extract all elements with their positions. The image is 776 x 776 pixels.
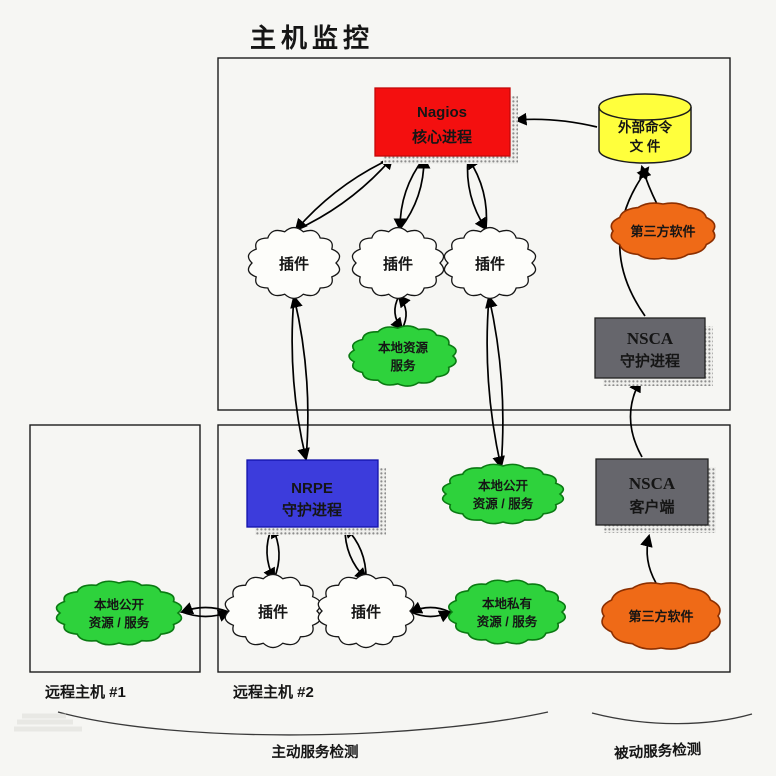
- arrow: [291, 296, 310, 462]
- arrow-thirdparty-to-nscaclient: [640, 533, 657, 584]
- nrpe-daemon-box: [246, 459, 379, 528]
- arrow: [399, 155, 431, 230]
- arrow: [486, 296, 505, 470]
- local-public-upper-label-line2: 资源 / 服务: [473, 496, 534, 511]
- nsca-client-label-line2: 客户端: [628, 498, 674, 516]
- plugin-cloud-1: 插件: [247, 226, 341, 300]
- passive-service-check-label: 被动服务检测: [614, 740, 702, 763]
- third-party-bottom-shape: [601, 582, 721, 650]
- arrow: [295, 156, 394, 231]
- plugin-cloud-3-label: 插件: [475, 255, 505, 273]
- remote-host-2-label: 远程主机 #2: [233, 683, 314, 701]
- nrpe-daemon-node: NRPE 守护进程: [246, 459, 386, 535]
- third-party-top-label: 第三方软件: [630, 224, 695, 239]
- plugin-cloud-3: 插件: [443, 226, 537, 300]
- plugin-cloud-5-label: 插件: [351, 603, 381, 621]
- arrow: [181, 609, 232, 622]
- host-monitoring-box: [217, 57, 731, 411]
- local-private-label-line2: 资源 / 服务: [477, 614, 538, 629]
- local-resources-label-line1: 本地资源: [378, 340, 429, 355]
- arrows-plugin5-local-private: [409, 601, 452, 623]
- passive-check-brace: [591, 712, 753, 725]
- command-file-cylinder-top: [598, 93, 692, 121]
- local-public-left-label-line2: 资源 / 服务: [89, 615, 150, 630]
- arrow: [409, 601, 451, 614]
- arrows-core-plugin2: [393, 155, 431, 232]
- nrpe-daemon-label-line2: 守护进程: [282, 501, 342, 519]
- nagios-core-box: [374, 87, 511, 157]
- third-party-top-shape: [610, 202, 716, 260]
- nagios-core-label-line1: Nagios: [417, 104, 467, 121]
- plugin-cloud-4-label: 插件: [258, 603, 288, 621]
- page-title: 主机监控: [250, 23, 374, 53]
- plugin-cloud-2: 插件: [351, 226, 445, 300]
- nsca-daemon-box: [594, 317, 706, 379]
- plugin-cloud-1-shape: [247, 226, 341, 300]
- plugin-cloud-2-label: 插件: [383, 255, 413, 273]
- nsca-daemon-node: NSCA 守护进程: [594, 317, 713, 386]
- arrow-nscaclient-to-nscadaemon: [629, 379, 643, 458]
- third-party-top-node: 第三方软件: [610, 202, 716, 260]
- command-file-label-line1: 外部命令: [618, 119, 672, 135]
- nagios-core-node: Nagios 核心进程: [374, 87, 518, 164]
- arrows-plugin1-nrpe: [290, 294, 310, 462]
- arrows-core-plugin3: [466, 156, 488, 231]
- third-party-bottom-node: 第三方软件: [601, 582, 721, 650]
- watermark: [14, 713, 82, 732]
- arrow: [466, 156, 488, 230]
- nsca-daemon-label-line2: 守护进程: [620, 352, 680, 370]
- nrpe-daemon-label-line1: NRPE: [291, 480, 333, 497]
- command-file-cylinder-body: [598, 107, 692, 164]
- plugin-cloud-4: 插件: [224, 573, 322, 649]
- active-check-brace: [57, 711, 549, 736]
- plugin-cloud-5-shape: [317, 573, 415, 649]
- local-resources-shape: [348, 325, 457, 387]
- remote-host-1-box: [29, 424, 201, 673]
- command-file-label-line2: 文 件: [630, 138, 661, 154]
- local-private-node: 本地私有 资源 / 服务: [448, 579, 566, 645]
- plugin-cloud-3-shape: [443, 226, 537, 300]
- nsca-daemon-label-line1: NSCA: [627, 329, 674, 348]
- plugin-cloud-5: 插件: [317, 573, 415, 649]
- arrow: [390, 295, 404, 331]
- nsca-client-label-line1: NSCA: [629, 474, 676, 493]
- local-private-label-line1: 本地私有: [482, 596, 532, 611]
- local-public-left-shape: [55, 580, 183, 646]
- arrow: [393, 157, 425, 232]
- external-command-file-node: 外部命令 文 件: [598, 93, 692, 164]
- arrow: [397, 294, 411, 330]
- local-public-upper-node: 本地公开 资源 / 服务: [441, 463, 565, 525]
- arrow: [485, 294, 504, 468]
- arrow: [290, 294, 309, 460]
- arrows-plugin3-local-public-upper: [485, 294, 505, 470]
- nagios-core-label-line2: 核心进程: [412, 128, 472, 146]
- plugin-cloud-1-label: 插件: [279, 255, 309, 273]
- nsca-client-node: NSCA 客户端: [595, 458, 716, 533]
- arrows-plugin2-local-resources: [390, 294, 411, 331]
- active-service-check-label: 主动服务检测: [272, 743, 359, 761]
- local-public-left-node: 本地公开 资源 / 服务: [55, 580, 183, 646]
- remote-host-2-box: [217, 424, 731, 673]
- arrows-core-plugin1: [294, 156, 394, 232]
- third-party-bottom-label: 第三方软件: [628, 609, 693, 624]
- local-public-upper-shape: [441, 463, 565, 525]
- arrows-plugin4-local-public-left: [179, 602, 232, 622]
- arrow: [179, 602, 230, 615]
- local-resources-node: 本地资源 服务: [348, 325, 457, 387]
- arrow-commandfile-to-core: [513, 112, 598, 128]
- nsca-client-box: [595, 458, 709, 526]
- plugin-cloud-4-shape: [224, 573, 322, 649]
- arrow: [294, 157, 393, 232]
- plugin-cloud-2-shape: [351, 226, 445, 300]
- local-public-left-label-line1: 本地公开: [94, 597, 145, 612]
- arrow: [410, 610, 452, 623]
- local-public-upper-label-line1: 本地公开: [478, 478, 529, 493]
- remote-host-1-label: 远程主机 #1: [45, 683, 126, 701]
- local-private-shape: [448, 579, 566, 645]
- local-resources-label-line2: 服务: [390, 358, 416, 373]
